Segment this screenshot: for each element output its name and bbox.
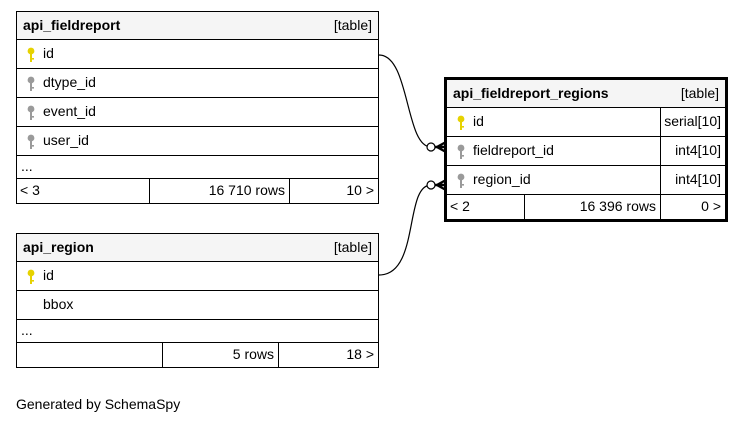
children-link[interactable]: 18 > xyxy=(278,343,378,367)
column-row-dtype-id[interactable]: dtype_id xyxy=(17,69,378,98)
more-columns: ... xyxy=(21,158,33,174)
table-api-fieldreport[interactable]: api_fieldreport [table] id dtype_id even… xyxy=(16,11,379,204)
column-row-id[interactable]: id xyxy=(17,262,378,291)
relationship-line-region xyxy=(378,184,432,276)
more-columns: ... xyxy=(21,322,33,338)
table-name: api_region xyxy=(23,239,94,255)
column-type: serial[10] xyxy=(664,113,721,129)
column-row-id[interactable]: id serial[10] xyxy=(447,108,725,137)
parents-link[interactable]: < 2 xyxy=(450,198,470,214)
column-divider xyxy=(660,137,661,165)
children-link[interactable]: 0 > xyxy=(660,195,725,219)
column-row-bbox[interactable]: bbox xyxy=(17,291,378,320)
column-type: int4[10] xyxy=(675,142,721,158)
key-icon xyxy=(457,144,465,159)
key-icon xyxy=(27,269,35,284)
key-icon xyxy=(27,134,35,149)
generated-by-caption: Generated by SchemaSpy xyxy=(16,396,181,412)
key-icon xyxy=(27,47,35,62)
column-name: bbox xyxy=(43,296,74,312)
table-header: api_fieldreport_regions [table] xyxy=(447,80,725,108)
column-name: user_id xyxy=(43,132,89,148)
table-footer: < 2 16 396 rows 0 > xyxy=(447,195,725,219)
column-row-region-id[interactable]: region_id int4[10] xyxy=(447,166,725,195)
key-icon xyxy=(457,115,465,130)
column-name: fieldreport_id xyxy=(473,142,554,158)
parents-link[interactable] xyxy=(17,343,162,367)
column-row-id[interactable]: id xyxy=(17,40,378,69)
row-count: 5 rows xyxy=(162,343,278,367)
column-name: id xyxy=(43,267,54,283)
relationship-line-fieldreport xyxy=(378,54,432,148)
table-type: [table] xyxy=(333,17,372,33)
column-divider xyxy=(660,166,661,194)
column-type: int4[10] xyxy=(675,171,721,187)
column-name: region_id xyxy=(473,171,531,187)
column-divider xyxy=(660,108,661,136)
relationship-end-circle xyxy=(426,142,436,152)
table-header: api_fieldreport [table] xyxy=(17,12,378,40)
more-columns-row[interactable]: ... xyxy=(17,320,378,343)
column-row-fieldreport-id[interactable]: fieldreport_id int4[10] xyxy=(447,137,725,166)
column-name: id xyxy=(43,45,54,61)
relationship-end-circle xyxy=(426,180,436,190)
row-count: 16 710 rows xyxy=(149,179,289,203)
column-name: dtype_id xyxy=(43,74,96,90)
children-link[interactable]: 10 > xyxy=(289,179,378,203)
table-name: api_fieldreport_regions xyxy=(453,85,609,101)
table-footer: < 3 16 710 rows 10 > xyxy=(17,179,378,203)
column-name: event_id xyxy=(43,103,96,119)
table-type: [table] xyxy=(680,85,719,101)
parents-link[interactable]: < 3 xyxy=(20,182,40,198)
more-columns-row[interactable]: ... xyxy=(17,156,378,179)
table-api-fieldreport-regions[interactable]: api_fieldreport_regions [table] id seria… xyxy=(444,77,728,222)
column-name: id xyxy=(473,113,484,129)
key-icon xyxy=(27,76,35,91)
table-footer: 5 rows 18 > xyxy=(17,343,378,367)
key-icon xyxy=(457,173,465,188)
column-row-user-id[interactable]: user_id xyxy=(17,127,378,156)
table-type: [table] xyxy=(333,239,372,255)
table-header: api_region [table] xyxy=(17,234,378,262)
table-name: api_fieldreport xyxy=(23,17,121,33)
row-count: 16 396 rows xyxy=(524,195,660,219)
table-api-region[interactable]: api_region [table] id bbox ... 5 rows 18… xyxy=(16,233,379,368)
key-icon xyxy=(27,105,35,120)
column-row-event-id[interactable]: event_id xyxy=(17,98,378,127)
